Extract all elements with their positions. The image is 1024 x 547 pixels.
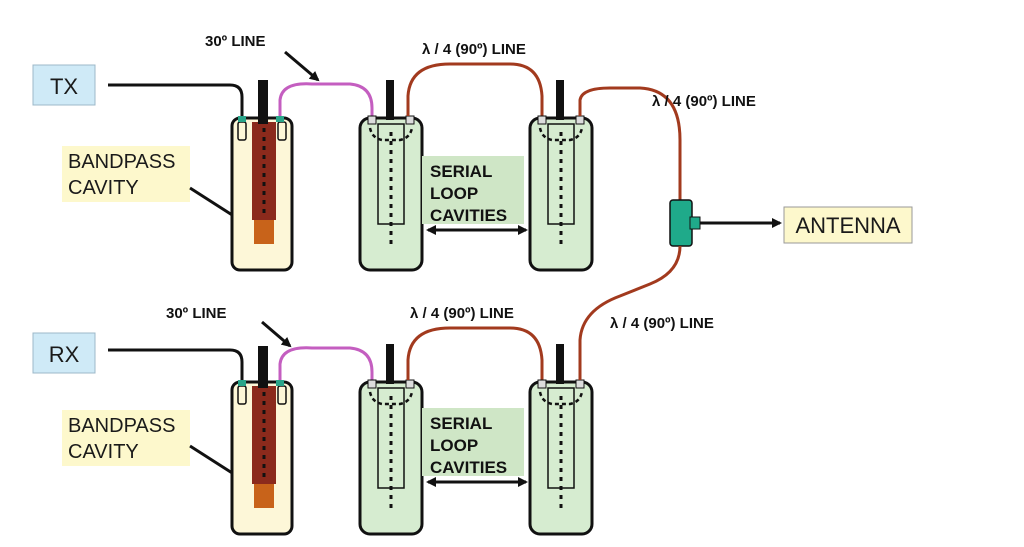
thirty-degree-line-top (278, 82, 374, 118)
antenna-junction: ANTENNA (669, 199, 913, 247)
bandpass-label-top-2: CAVITY (68, 177, 139, 199)
quarter-line-bottom-1 (406, 326, 544, 380)
rx-feed-wire (108, 348, 244, 380)
serial-label-top-3: CAVITIES (430, 206, 507, 225)
bandpass-tip-top (254, 220, 274, 244)
quarter-line-label-top-1: λ / 4 (90º) LINE (422, 41, 526, 58)
tx-label-box (32, 64, 96, 106)
thirty-line-label-bottom: 30º LINE (166, 305, 227, 322)
serial-loop-label-box-bottom (422, 408, 524, 476)
connector-icon (276, 116, 284, 122)
thirty-line-label-top: 30º LINE (205, 33, 266, 50)
tee-connector-icon (669, 199, 693, 247)
serial-label-bottom-3: CAVITIES (430, 458, 507, 477)
serial-label-top-1: SERIAL (430, 162, 492, 181)
antenna-label-box (783, 206, 913, 244)
serial-label-bottom-2: LOOP (430, 436, 478, 455)
serial-label-bottom-1: SERIAL (430, 414, 492, 433)
quarter-line-bottom-2 (578, 245, 682, 380)
bandpass-rod-bottom (252, 386, 276, 484)
connector-icon (276, 380, 284, 386)
bandpass-tuner-top (258, 80, 268, 124)
loop-cavity-top-1 (358, 116, 424, 272)
quarter-line-top-1 (406, 62, 544, 116)
rx-section: RX BANDPASS CAVITY 30º LINE λ / 4 (90º) … (32, 245, 714, 536)
bandpass-label-box-bottom (62, 410, 190, 466)
loop-cavity-top-2 (528, 116, 594, 272)
connector-icon (238, 380, 246, 386)
connector-icon (238, 116, 246, 122)
quarter-line-label-bottom-1: λ / 4 (90º) LINE (410, 305, 514, 322)
bandpass-label-box-top (62, 146, 190, 202)
quarter-line-top-2 (578, 86, 682, 200)
tx-section: TX BANDPASS CAVITY 30º LINE λ / 4 (90º (32, 33, 756, 272)
serial-loop-label-box-top (422, 156, 524, 224)
bandpass-label-bottom-1: BANDPASS (68, 415, 175, 437)
bandpass-label-bottom-2: CAVITY (68, 441, 139, 463)
thirty-line-pointer-top (284, 50, 320, 82)
tx-label: TX (50, 74, 78, 99)
rx-label-box (32, 332, 96, 374)
bandpass-label-top-1: BANDPASS (68, 151, 175, 173)
rx-label: RX (49, 342, 80, 367)
quarter-line-label-bottom-2: λ / 4 (90º) LINE (610, 315, 714, 332)
bandpass-rod-top (252, 122, 276, 220)
tx-feed-wire (108, 83, 244, 118)
antenna-label: ANTENNA (795, 213, 900, 238)
loop-cavity-bottom-1 (358, 380, 424, 536)
loop-cavity-bottom-2 (528, 380, 594, 536)
thirty-line-pointer-bottom (261, 320, 292, 348)
bandpass-tip-bottom (254, 484, 274, 508)
quarter-line-label-top-2: λ / 4 (90º) LINE (652, 93, 756, 110)
thirty-degree-line-bottom (278, 346, 374, 382)
serial-label-top-2: LOOP (430, 184, 478, 203)
